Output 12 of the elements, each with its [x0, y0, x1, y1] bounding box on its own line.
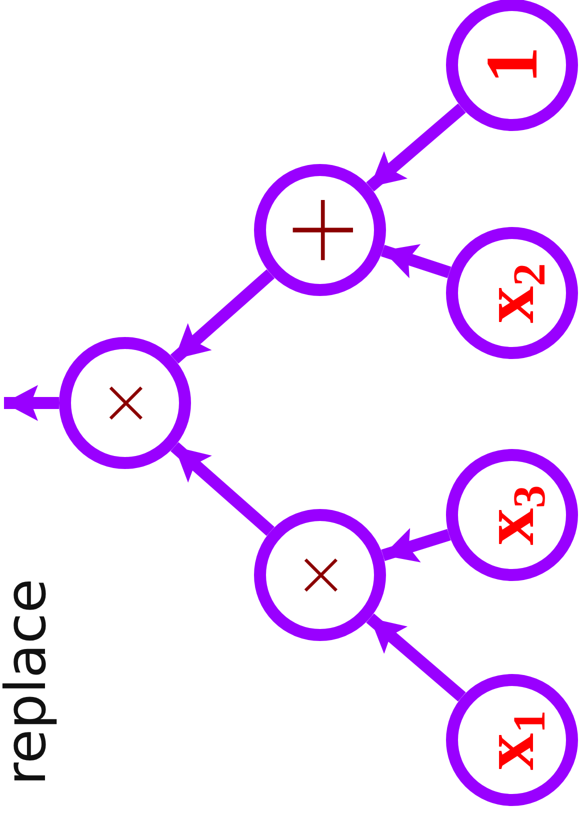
arrow	[4, 385, 59, 421]
arrow	[381, 528, 451, 562]
operator-symbol: +	[272, 190, 368, 270]
caption-text: replace	[0, 578, 55, 786]
operator-symbol: ×	[288, 548, 352, 602]
arrow	[170, 442, 274, 536]
operator-symbol: ×	[93, 376, 157, 430]
arrow	[380, 244, 452, 278]
variable-label: 1	[475, 46, 549, 84]
arrow	[366, 103, 466, 192]
arrow	[170, 269, 275, 364]
arrow	[366, 613, 466, 702]
